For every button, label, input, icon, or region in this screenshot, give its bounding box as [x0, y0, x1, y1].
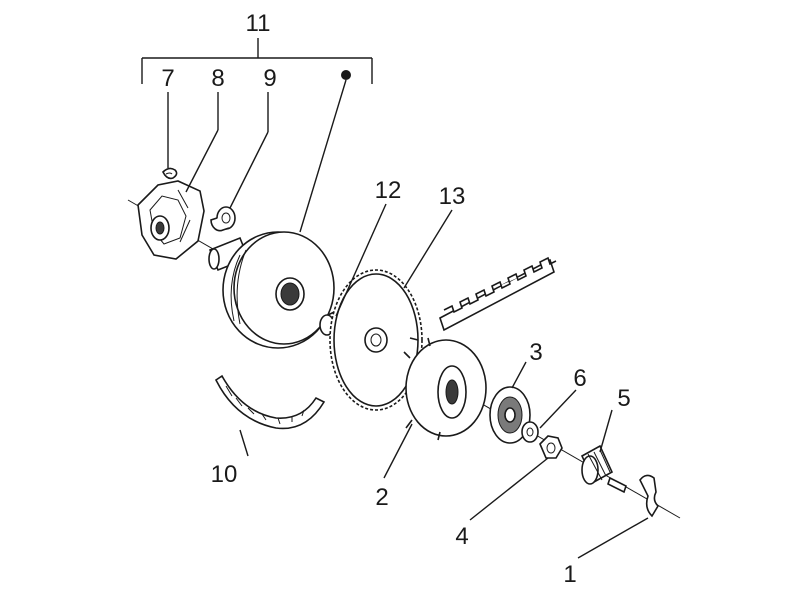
- callout-9: 9: [263, 65, 276, 92]
- part-5-starter-gear: [580, 444, 627, 494]
- part-10-drive-belt: [214, 374, 326, 430]
- callout-11: 11: [246, 10, 271, 37]
- callout-10: 10: [211, 461, 238, 488]
- callout-3: 3: [529, 339, 542, 366]
- callout-2: 2: [375, 484, 388, 511]
- part-toothed-rack: [439, 256, 557, 332]
- callout-6: 6: [573, 365, 586, 392]
- callout-1: 1: [563, 561, 576, 588]
- part-4-nut: [539, 435, 563, 459]
- part-7-clip: [162, 167, 178, 180]
- callout-8: 8: [211, 65, 224, 92]
- leader-lines: [167, 79, 649, 559]
- callout-labels: 11 7 8 9 12 13 3 6 5 10 2 4 1: [161, 10, 630, 588]
- part-movable-pulley-half: [208, 231, 335, 349]
- part-6-washer: [521, 421, 539, 443]
- part-2-fixed-pulley: [403, 337, 487, 441]
- part-3-clutch-carrier: [489, 386, 531, 444]
- group-bracket-11: [141, 38, 373, 84]
- callout-12: 12: [375, 177, 402, 204]
- part-1-spring-clip: [639, 474, 660, 518]
- part-13-gear-disc: [329, 269, 423, 411]
- part-8-ramp-plate: [137, 180, 205, 260]
- callout-4: 4: [455, 523, 468, 550]
- callout-5: 5: [617, 385, 630, 412]
- group-11-marker-dot: [341, 70, 351, 80]
- part-9-roller: [210, 206, 236, 232]
- callout-13: 13: [439, 183, 466, 210]
- callout-7: 7: [161, 65, 174, 92]
